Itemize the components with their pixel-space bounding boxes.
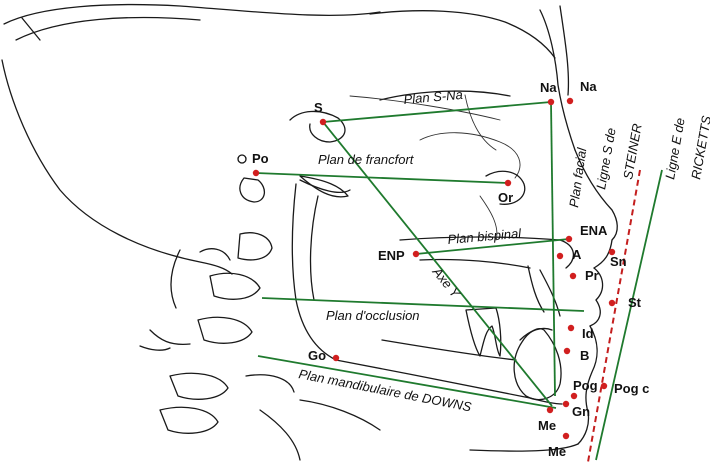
reference-planes	[255, 101, 663, 463]
dot-a	[556, 252, 564, 260]
dot-id	[567, 324, 575, 332]
dot-pog	[570, 392, 578, 400]
ricketts-e-line	[595, 169, 663, 461]
label-st: St	[628, 295, 642, 310]
dot-na-soft	[566, 97, 574, 105]
facial-line	[550, 101, 556, 397]
label-plan-facial: Plan facial	[566, 146, 589, 209]
label-enp: ENP	[378, 248, 405, 263]
label-plan-occlusion: Plan d'occlusion	[326, 308, 420, 323]
label-ricketts-1: Ligne E de	[662, 117, 688, 181]
label-na: Na	[540, 80, 557, 95]
label-plan-mandibulaire: Plan mandibulaire de DOWNS	[297, 366, 473, 414]
label-pog: Pog	[573, 378, 598, 393]
dot-me-soft	[562, 432, 570, 440]
label-steiner-1: Ligne S de	[593, 127, 619, 191]
dot-go	[332, 354, 340, 362]
dot-s	[319, 118, 327, 126]
label-s: S	[314, 100, 323, 115]
dot-pog-c	[600, 382, 608, 390]
skull-outline	[1, 3, 618, 461]
label-id: Id	[582, 326, 594, 341]
label-axe-y: Axe Y	[429, 264, 464, 302]
dot-me	[546, 406, 554, 414]
dot-ena	[565, 235, 573, 243]
label-b: B	[580, 348, 589, 363]
s-na-line	[322, 101, 552, 123]
label-plan-bispinal: Plan bispinal	[447, 226, 523, 247]
label-sn: Sn	[610, 254, 627, 269]
label-a: A	[572, 247, 582, 262]
axe-y-line	[322, 121, 553, 407]
dot-na	[547, 98, 555, 106]
po-ring-icon	[237, 154, 247, 164]
label-go: Go	[308, 348, 326, 363]
label-na-soft: Na	[580, 79, 597, 94]
label-po: Po	[252, 151, 269, 166]
landmark-labels: S Na Na Po Or ENP ENA A Sn Pr St Id B Go…	[237, 79, 649, 459]
plane-labels: Plan S-Na Plan de francfort Plan facial …	[297, 87, 710, 415]
label-steiner-2: STEINER	[620, 122, 645, 180]
label-pr: Pr	[585, 268, 599, 283]
label-plan-francfort: Plan de francfort	[318, 152, 415, 167]
landmark-dots	[252, 97, 616, 440]
dot-b	[563, 347, 571, 355]
dot-st	[608, 299, 616, 307]
label-ricketts-2: RICKETTS	[688, 114, 710, 180]
dot-enp	[412, 250, 420, 258]
label-gn: Gn	[572, 404, 590, 419]
label-or: Or	[498, 190, 513, 205]
label-plan-s-na: Plan S-Na	[403, 87, 463, 107]
dot-or	[504, 179, 512, 187]
dot-po	[252, 169, 260, 177]
mandibular-line	[257, 355, 557, 409]
francfort-line	[255, 172, 509, 184]
bispinal-line	[415, 238, 570, 255]
label-me: Me	[538, 418, 556, 433]
dot-pr	[569, 272, 577, 280]
occlusion-line	[261, 297, 585, 312]
label-pog-c: Pog c	[614, 381, 649, 396]
dot-sn	[608, 248, 616, 256]
label-me-soft: Me	[548, 444, 566, 459]
label-ena: ENA	[580, 223, 608, 238]
dot-gn	[562, 400, 570, 408]
